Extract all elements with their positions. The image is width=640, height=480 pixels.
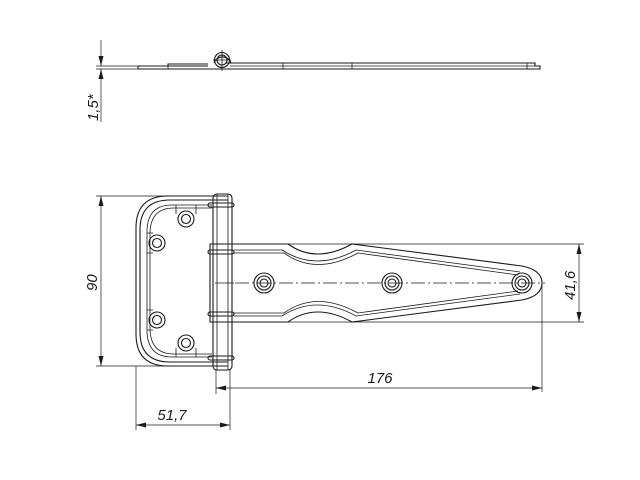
height-dimension-label: 90 — [84, 274, 101, 291]
strap-length-dimension-label: 176 — [367, 370, 393, 387]
leaf-width-dimension-label: 51,7 — [157, 407, 187, 424]
front-view: 90 41,6 176 51,7 — [84, 193, 584, 430]
strap-width-dimension-label: 41,6 — [562, 270, 579, 300]
leaf-holes — [147, 205, 197, 357]
top-view: 1,5* — [85, 40, 541, 122]
thickness-dimension-label: 1,5* — [85, 93, 102, 121]
